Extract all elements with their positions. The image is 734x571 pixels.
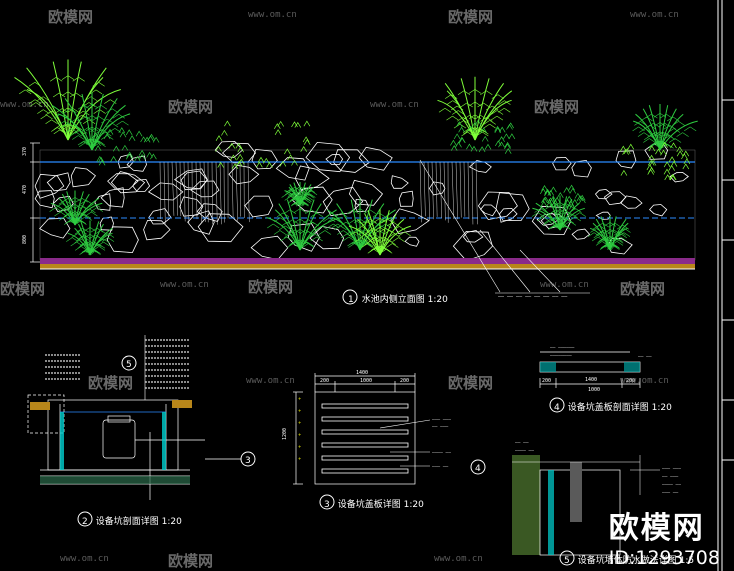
svg-text:—— ———: —— ——— <box>432 425 449 430</box>
svg-text:+: + <box>298 456 301 461</box>
watermark-url: www.om.cn <box>0 100 49 110</box>
pit-section-drawing: 5 3 <box>27 335 256 527</box>
sheet-border <box>717 0 734 571</box>
svg-text:5: 5 <box>126 360 132 370</box>
svg-text:+: + <box>298 444 301 449</box>
cover-sub-dim-2: 1000 <box>360 378 372 384</box>
brand-name: 欧模网 <box>608 511 705 546</box>
svg-text:——— ———: ——— ——— <box>662 467 681 472</box>
elevation-drawing: —— —— —— —— —— —— —— —— <box>14 59 698 305</box>
watermark-brand: 欧模网 <box>448 8 494 26</box>
svg-text:———— ——: ———— —— <box>432 451 451 456</box>
callout-5-circle <box>121 355 137 371</box>
elevation-left-dimensions <box>30 142 40 263</box>
svg-text:—— —— —— —— —— —— —— ——: —— —— —— —— —— —— —— —— <box>498 294 568 300</box>
svg-text:+: + <box>298 396 301 401</box>
watermark-url: www.om.cn <box>248 10 297 20</box>
brand-block: 欧模网 ID:1293708 <box>609 511 720 569</box>
watermark-url: www.om.cn <box>630 10 679 20</box>
watermark-brand: 欧模网 <box>168 552 214 570</box>
wall-detail-drawing: —— —— ———— —— ——— ——— —— ——— ———— —— ———… <box>512 441 681 566</box>
cover-sub-dim-1: 200 <box>320 378 329 384</box>
drawing-1-marker <box>342 289 358 305</box>
callout-4-circle <box>470 459 486 475</box>
drawing-4-marker <box>549 397 565 413</box>
elev-dim-2: 470 <box>22 185 28 194</box>
drawing-3-marker <box>319 494 335 510</box>
svg-text:——— ———: ——— ——— <box>432 418 451 423</box>
watermark-url: www.om.cn <box>160 280 209 290</box>
drawing-2-marker <box>77 511 93 527</box>
watermark-brand: 欧模网 <box>48 8 94 26</box>
watermark-brand: 欧模网 <box>168 98 214 116</box>
watermark-brand: 欧模网 <box>248 278 294 296</box>
elev-dim-1: 370 <box>22 147 28 156</box>
svg-text:————————: ———————— <box>550 354 572 359</box>
svg-text:—— ——: —— —— <box>638 355 652 360</box>
elevation-leaders <box>419 159 590 294</box>
svg-text:—— ——————: —— —————— <box>550 346 575 351</box>
ground-band-purple <box>40 258 695 264</box>
watermark-brand: 欧模网 <box>0 280 46 298</box>
cover-width-dim: 1400 <box>356 370 368 376</box>
cover-height-dim: 1200 <box>282 428 288 440</box>
watermark-url: www.om.cn <box>540 280 589 290</box>
section-sub-dim-2: 1000 <box>588 387 600 393</box>
svg-text:——— ——: ——— —— <box>432 465 449 470</box>
elev-dim-3: 800 <box>22 235 28 244</box>
svg-text:—— ———: —— ——— <box>662 475 679 480</box>
drawing-5-marker <box>559 550 575 566</box>
watermark-url: www.om.cn <box>620 376 669 386</box>
cover-slats <box>321 403 409 474</box>
svg-text:3: 3 <box>245 456 251 466</box>
cover-sub-dim-3: 200 <box>400 378 409 384</box>
svg-text:+: + <box>298 420 301 425</box>
elevation-leader-notes: —— —— —— —— —— —— —— —— <box>498 294 568 300</box>
svg-text:+: + <box>298 408 301 413</box>
pit-section-notes <box>45 335 190 400</box>
watermark-brand: 欧模网 <box>88 374 134 392</box>
watermark-url: www.om.cn <box>246 376 295 386</box>
watermark-url: www.om.cn <box>370 100 419 110</box>
dimension-labels: 1400 200 1000 200 1200 1400 200 1000 200… <box>22 147 635 440</box>
ground-band-gravel <box>40 264 695 269</box>
watermark-brand: 欧模网 <box>620 280 666 298</box>
cover-hatch-marks: + + + + + + <box>298 396 301 461</box>
waterfall <box>159 161 478 225</box>
section-sub-dim-3: 200 <box>626 378 635 384</box>
brand-id: ID:1293708 <box>608 547 720 569</box>
watermark-url: www.om.cn <box>60 554 109 564</box>
svg-text:———— ——: ———— —— <box>515 449 534 454</box>
cover-section-drawing: —— —————— ———————— —— —— <box>539 346 652 413</box>
svg-text:—— ——: —— —— <box>515 441 529 446</box>
watermark-brand: 欧模网 <box>534 98 580 116</box>
cover-plan-drawing: + + + + + + ——— ——— —— ——— ———— —— ——— —— 4 <box>293 373 486 510</box>
section-total-dim: 1400 <box>585 377 597 383</box>
planting <box>14 59 698 256</box>
svg-text:———— ——: ———— —— <box>662 483 681 488</box>
svg-text:4: 4 <box>475 464 481 474</box>
section-sub-dim-1: 200 <box>542 378 551 384</box>
watermark-url: www.om.cn <box>434 554 483 564</box>
svg-text:+: + <box>298 432 301 437</box>
svg-text:——— ——: ——— —— <box>662 491 679 496</box>
watermark-brand: 欧模网 <box>448 374 494 392</box>
